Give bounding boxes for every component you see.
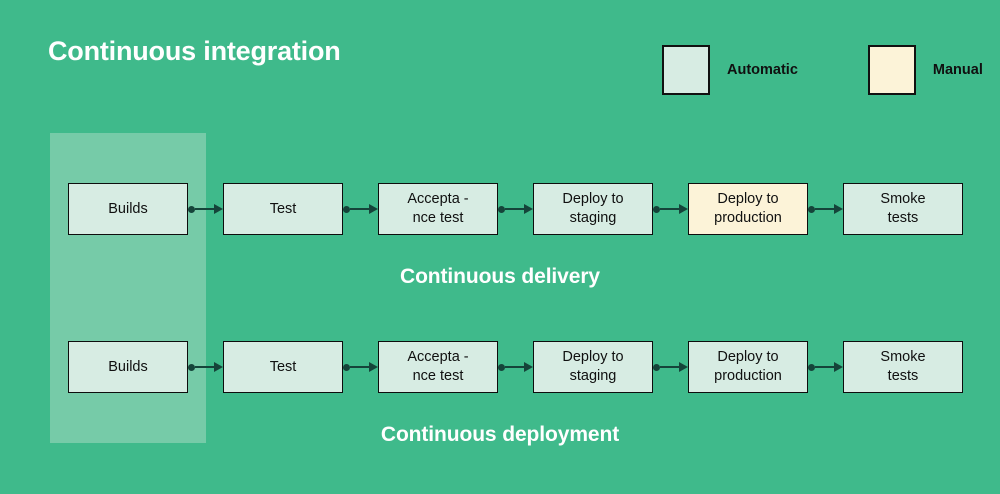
connector-acceptance-to-staging bbox=[498, 203, 533, 215]
connector-dot-icon bbox=[808, 363, 815, 371]
connector-acceptance-to-staging bbox=[498, 361, 533, 373]
arrowhead-icon bbox=[679, 204, 688, 214]
node-acceptance-test[interactable]: Accepta - nce test bbox=[378, 183, 498, 235]
connector-dot-icon bbox=[343, 363, 350, 371]
arrowhead-icon bbox=[214, 362, 223, 372]
node-builds[interactable]: Builds bbox=[68, 183, 188, 235]
arrowhead-icon bbox=[834, 204, 843, 214]
node-test[interactable]: Test bbox=[223, 183, 343, 235]
connector-production-to-smoke bbox=[808, 203, 843, 215]
node-smoke-tests[interactable]: Smoke tests bbox=[843, 341, 963, 393]
connector-line bbox=[195, 366, 214, 368]
connector-line bbox=[195, 208, 214, 210]
connector-line bbox=[350, 366, 369, 368]
legend-label-manual: Manual bbox=[932, 62, 983, 78]
connector-builds-to-test bbox=[188, 361, 223, 373]
arrowhead-icon bbox=[834, 362, 843, 372]
manual-swatch-icon bbox=[867, 45, 916, 95]
legend-item-automatic: Automatic bbox=[662, 45, 798, 95]
node-deploy-to-production[interactable]: Deploy to production bbox=[688, 341, 808, 393]
node-acceptance-test[interactable]: Accepta - nce test bbox=[378, 341, 498, 393]
connector-line bbox=[505, 366, 524, 368]
pipeline-continuous-deployment: Builds Test Accepta - nce test Deploy to… bbox=[0, 341, 1000, 393]
connector-staging-to-production bbox=[653, 203, 688, 215]
connector-test-to-acceptance bbox=[343, 361, 378, 373]
connector-dot-icon bbox=[653, 363, 660, 371]
node-builds[interactable]: Builds bbox=[68, 341, 188, 393]
arrowhead-icon bbox=[369, 362, 378, 372]
caption-continuous-delivery: Continuous delivery bbox=[400, 265, 600, 288]
connector-dot-icon bbox=[343, 205, 350, 213]
arrowhead-icon bbox=[214, 204, 223, 214]
connector-line bbox=[350, 208, 369, 210]
connector-dot-icon bbox=[653, 205, 660, 213]
connector-staging-to-production bbox=[653, 361, 688, 373]
caption-continuous-deployment: Continuous deployment bbox=[380, 423, 620, 446]
node-deploy-to-staging[interactable]: Deploy to staging bbox=[533, 341, 653, 393]
connector-dot-icon bbox=[188, 363, 195, 371]
connector-line bbox=[660, 208, 679, 210]
arrowhead-icon bbox=[679, 362, 688, 372]
legend-label-automatic: Automatic bbox=[727, 62, 798, 78]
arrowhead-icon bbox=[524, 204, 533, 214]
legend: Automatic Manual bbox=[662, 45, 983, 95]
connector-test-to-acceptance bbox=[343, 203, 378, 215]
page-title: Continuous integration bbox=[48, 36, 341, 66]
legend-item-manual: Manual bbox=[867, 45, 983, 95]
connector-dot-icon bbox=[498, 363, 505, 371]
node-deploy-to-staging[interactable]: Deploy to staging bbox=[533, 183, 653, 235]
arrowhead-icon bbox=[524, 362, 533, 372]
node-deploy-to-production[interactable]: Deploy to production bbox=[688, 183, 808, 235]
node-test[interactable]: Test bbox=[223, 341, 343, 393]
connector-line bbox=[660, 366, 679, 368]
connector-line bbox=[815, 208, 834, 210]
arrowhead-icon bbox=[369, 204, 378, 214]
connector-line bbox=[815, 366, 834, 368]
pipeline-continuous-delivery: Builds Test Accepta - nce test Deploy to… bbox=[0, 183, 1000, 235]
node-smoke-tests[interactable]: Smoke tests bbox=[843, 183, 963, 235]
connector-dot-icon bbox=[188, 205, 195, 213]
connector-production-to-smoke bbox=[808, 361, 843, 373]
connector-line bbox=[505, 208, 524, 210]
connector-dot-icon bbox=[498, 205, 505, 213]
connector-dot-icon bbox=[808, 205, 815, 213]
connector-builds-to-test bbox=[188, 203, 223, 215]
automatic-swatch-icon bbox=[662, 45, 710, 95]
